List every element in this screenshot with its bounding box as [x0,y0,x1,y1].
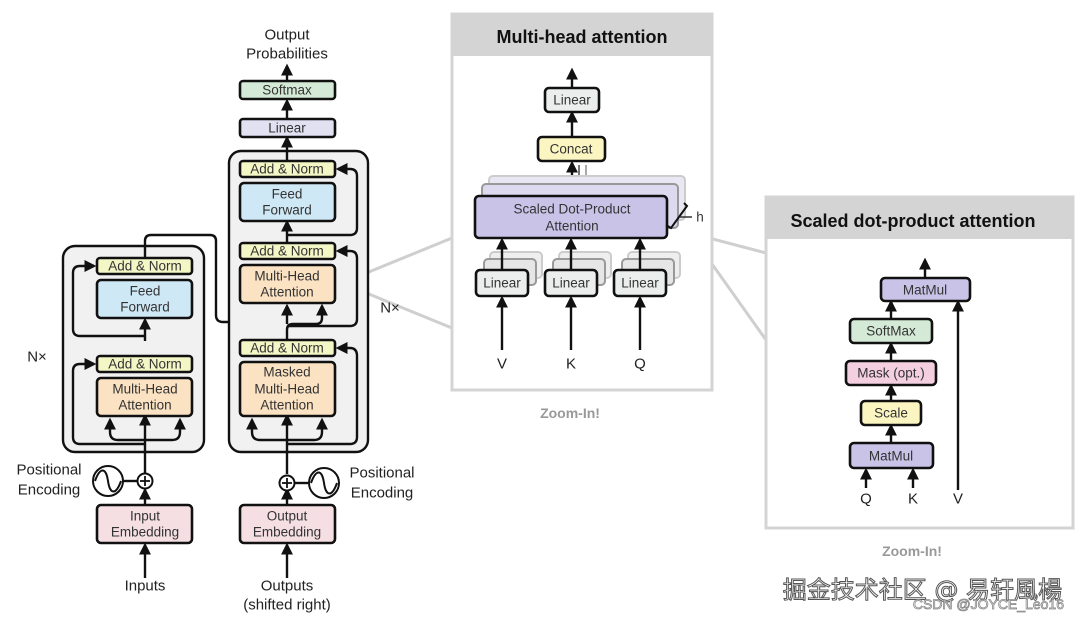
sdpa-matmul-top-label: MatMul [903,283,947,298]
input-embedding [95,503,194,545]
multi-head-panel: Multi-head attention Scaled Dot-Product … [450,12,714,392]
sdpa-matmul-bottom-label: MatMul [869,449,913,464]
encoder-multi-head-attention [95,376,194,418]
output-embedding-label-2: Embedding [253,525,321,540]
encoder-feed-forward-label-2: Forward [120,300,170,315]
sdpa-softmax [848,317,934,345]
decoder-feed-forward-label-1: Feed [272,187,303,202]
mha-input-q: Q [634,356,646,373]
encoder-add-norm-top-label: Add & Norm [108,259,182,274]
watermark-sub: CSDN @JOYCE_Leo16 [913,596,1064,612]
encoder-add-norm-bottom [95,354,194,374]
encoder-feed-forward-label-1: Feed [130,284,161,299]
sdpa-scale-label: Scale [874,406,908,421]
sdpa-input-v: V [953,491,963,508]
encoder-feed-forward [95,278,194,320]
encoder-attention-label-2: Attention [118,398,171,413]
outputs-label-2: (shifted right) [243,597,331,614]
encoder-add-norm-top [95,256,194,276]
decoder-masked-attention [238,360,337,418]
encoder-positional-label-2: Encoding [18,482,81,499]
mha-concat [536,135,607,163]
mha-input-k: K [566,356,576,373]
decoder-positional-label-1: Positional [349,465,414,482]
decoder-add-icon [278,474,296,492]
output-softmax [238,79,337,101]
outputs-label-1: Outputs [261,578,314,595]
encoder-repeat-label: N× [27,349,47,366]
sdpa-matmul-bottom [848,441,935,470]
output-embedding-label-1: Output [267,509,308,524]
decoder-masked-label-3: Attention [260,398,313,413]
encoder-add-icon [136,472,154,490]
sdpa-panel-title: Scaled dot-product attention [791,211,1036,231]
heads-bracket [665,202,689,230]
sdpa-matmul-top [879,276,972,303]
mha-input-v: V [497,356,507,373]
output-probabilities-label-2: Probabilities [246,46,328,63]
decoder-attention-label-1: Multi-Head [254,269,319,284]
sdpa-mask [844,359,938,387]
inputs-label: Inputs [125,578,166,595]
output-softmax-label: Softmax [262,83,312,98]
mha-linear-k-label: Linear [552,276,590,291]
output-probabilities-label-1: Output [264,27,310,44]
mha-linear-out-label: Linear [553,93,591,108]
decoder-positional-label-2: Encoding [351,485,414,502]
sdpa-label-2: Attention [545,219,598,234]
decoder-masked-label-1: Masked [263,365,310,380]
mha-linear-v-label: Linear [483,276,521,291]
mha-concat-label: Concat [550,142,593,157]
encoder-attention-label-1: Multi-Head [112,382,177,397]
input-embedding-label-1: Input [130,509,160,524]
decoder-add-norm-mid [238,241,337,261]
input-embedding-label-2: Embedding [111,525,179,540]
sdpa-label-1: Scaled Dot-Product [513,202,630,217]
decoder-add-norm-top [238,159,337,179]
decoder-sine-wave-icon [308,467,340,499]
watermark-main: 掘金技术社区 @ 易轩風楊 [783,576,1062,604]
output-linear-label: Linear [268,121,306,136]
scaled-dot-product-panel: Scaled dot-product attention MatMul Soft… [764,195,1075,530]
sdpa-scale [859,399,923,427]
decoder-multi-head-attention [238,263,337,305]
encoder-sine-wave-icon [92,465,124,497]
encoder-block [61,244,206,454]
decoder-attention-label-2: Attention [260,285,313,300]
decoder-repeat-label: N× [380,300,400,317]
mha-zoom-caption: Zoom-In! [540,405,600,421]
decoder-feed-forward [238,181,337,223]
mha-linear-out [543,86,601,114]
sdpa-input-q: Q [860,491,872,508]
output-embedding [238,503,337,545]
decoder-masked-label-2: Multi-Head [254,382,319,397]
mha-linear-q-label: Linear [621,276,659,291]
decoder-wires [246,63,359,578]
encoder-add-norm-bottom-label: Add & Norm [108,357,182,372]
decoder-add-norm-mid-label: Add & Norm [250,244,324,259]
heads-label: h [696,210,704,225]
sdpa-zoom-caption: Zoom-In! [882,543,942,559]
multi-head-title: Multi-head attention [497,27,668,47]
decoder-feed-forward-label-2: Forward [262,203,312,218]
sdpa-mask-label: Mask (opt.) [857,366,925,381]
output-linear [238,117,337,139]
sdpa-softmax-label: SoftMax [866,324,916,339]
encoder-positional-label-1: Positional [16,462,81,479]
decoder-add-norm-bottom [238,338,337,358]
decoder-add-norm-top-label: Add & Norm [250,162,324,177]
sdpa-input-k: K [908,491,918,508]
decoder-add-norm-bottom-label: Add & Norm [250,341,324,356]
